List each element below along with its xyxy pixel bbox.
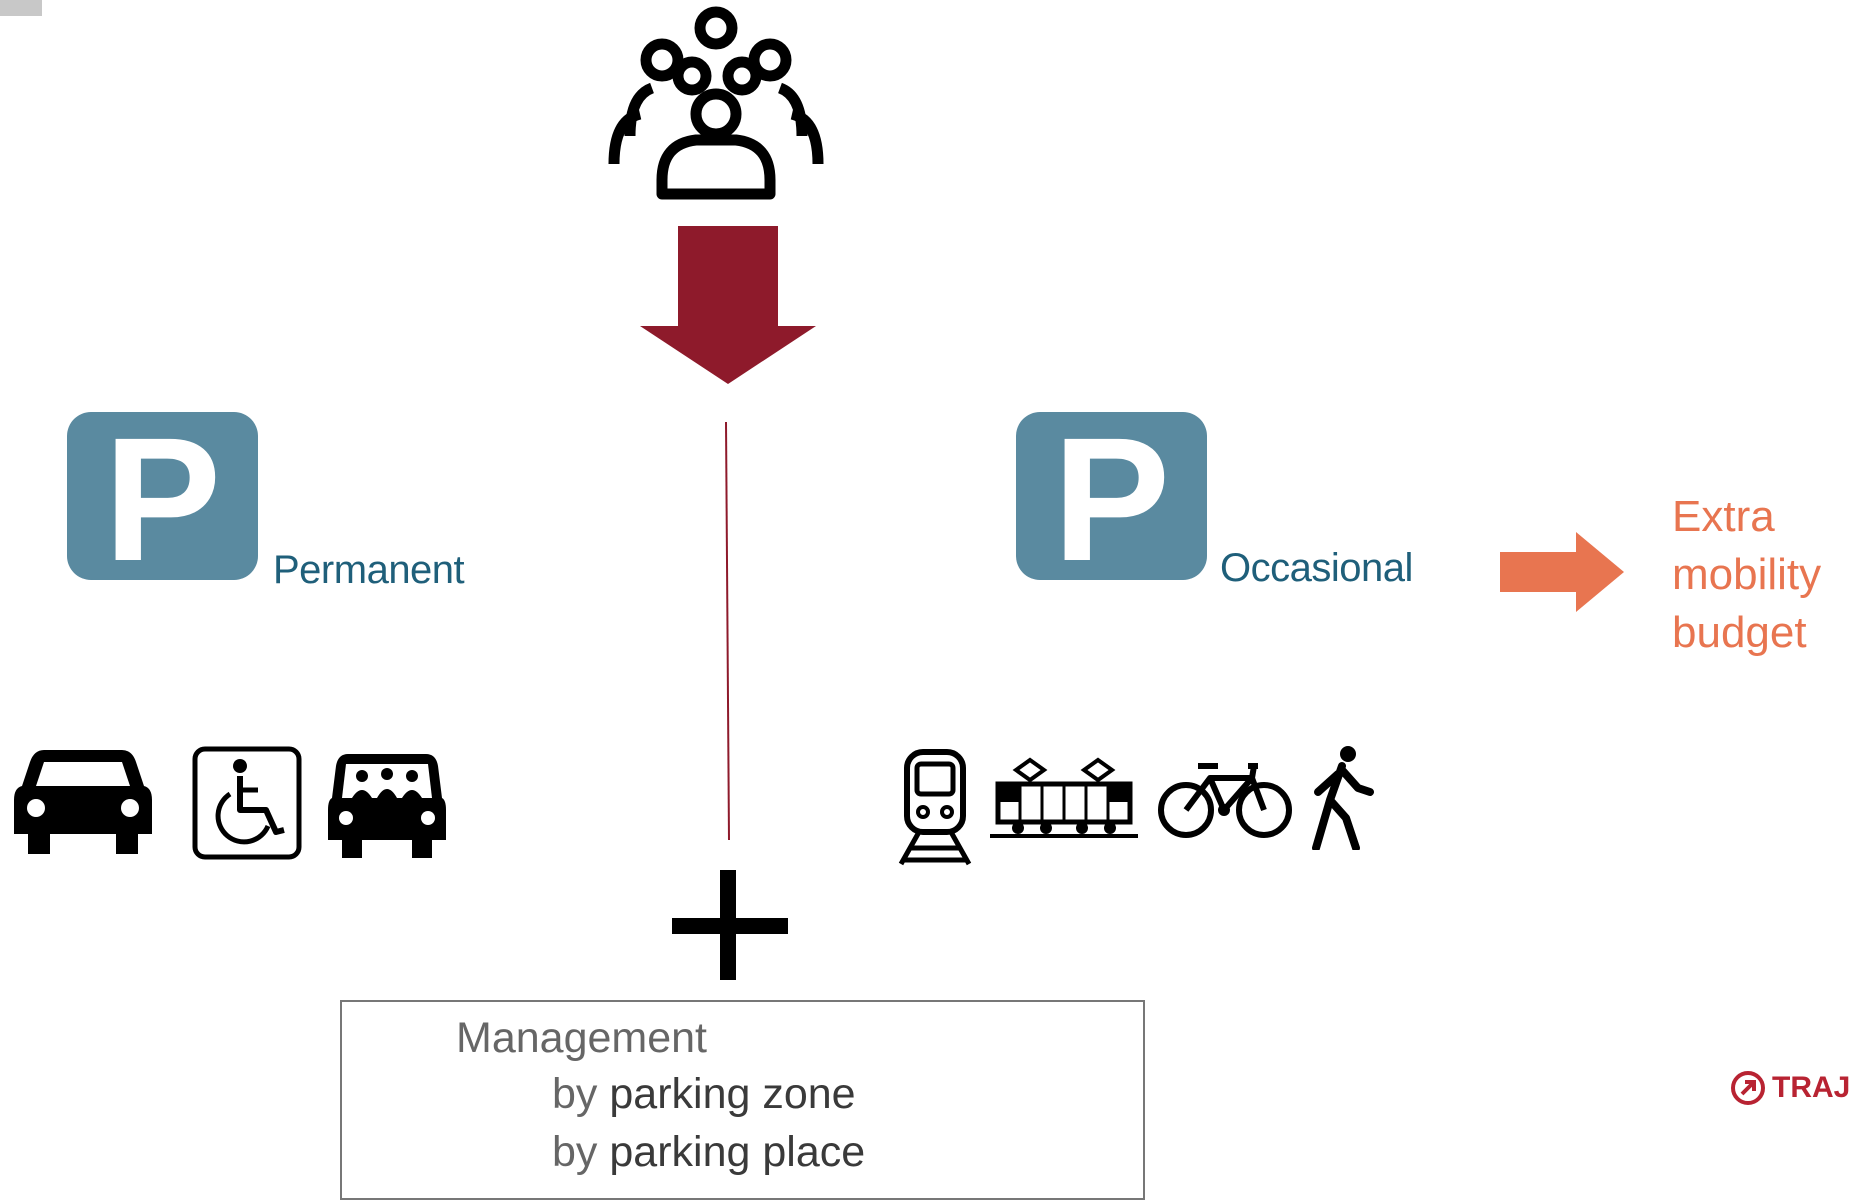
carpool-van-icon	[328, 754, 446, 858]
train-icon	[898, 749, 972, 866]
by-text: by	[552, 1070, 598, 1118]
right-arrow-icon	[1500, 532, 1624, 612]
extra-mobility-budget-text: Extra mobility budget	[1672, 488, 1821, 662]
by-text: by	[552, 1128, 598, 1176]
parking-letter: P	[1052, 402, 1171, 598]
logo-text: TRAJ	[1772, 1071, 1851, 1104]
occasional-label: Occasional	[1220, 546, 1413, 590]
wheelchair-icon	[192, 746, 302, 860]
group-of-people-icon	[608, 6, 824, 200]
plus-icon	[672, 870, 788, 980]
company-logo: TRAJ	[1730, 1070, 1850, 1106]
car-icon	[14, 750, 152, 854]
down-arrow-icon	[640, 226, 816, 384]
management-by-zone: by parking zone	[552, 1070, 856, 1119]
budget-line-2: mobility	[1672, 550, 1822, 599]
permanent-label: Permanent	[273, 548, 465, 592]
pedestrian-icon	[1312, 746, 1374, 850]
logo-arrow-icon	[1731, 1071, 1765, 1105]
parking-sign-icon: P	[67, 412, 258, 588]
budget-line-1: Extra	[1672, 492, 1775, 541]
budget-line-3: budget	[1672, 608, 1807, 657]
tram-icon	[990, 757, 1138, 838]
bicycle-icon	[1158, 763, 1292, 838]
management-title: Management	[456, 1014, 707, 1062]
parking-letter: P	[103, 402, 222, 598]
parking-sign-icon: P	[1016, 412, 1207, 588]
parking-zone-text: parking zone	[609, 1070, 856, 1118]
divider-line	[725, 422, 730, 840]
corner-mark	[0, 0, 42, 16]
management-by-place: by parking place	[552, 1128, 865, 1177]
parking-place-text: parking place	[609, 1128, 866, 1176]
